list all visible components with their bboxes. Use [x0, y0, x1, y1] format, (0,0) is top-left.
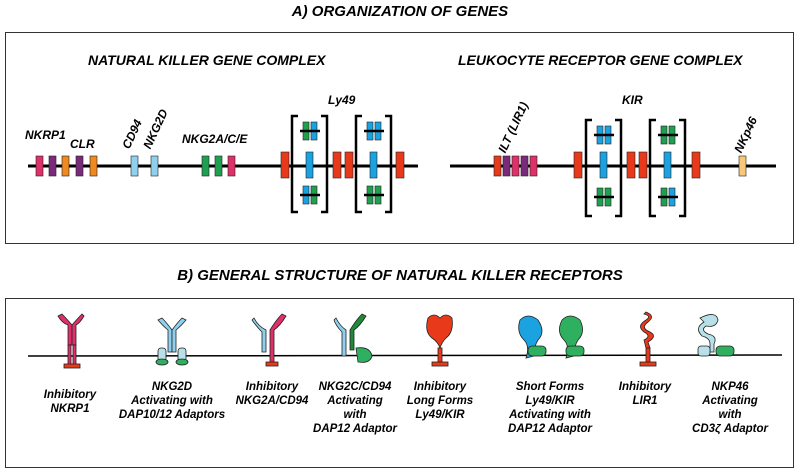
panel-b-title: B) GENERAL STRUCTURE OF NATURAL KILLER R… [177, 267, 623, 284]
receptor-nkg2c-cd94 [333, 313, 373, 363]
receptor-nkp46 [697, 314, 735, 357]
panel-a-title: A) ORGANIZATION OF GENES [291, 3, 509, 20]
ly49-haplotype-bracket-2 [354, 114, 393, 214]
ly49-framework-genes [280, 151, 405, 179]
receptor-nkg2a-cd94 [251, 313, 287, 367]
nkrp1-clr-gene-cluster [35, 155, 98, 177]
nkp46-gene [738, 155, 747, 177]
receptor-lir1 [639, 311, 657, 367]
caption-inhibitory-nkg2a-cd94: Inhibitory NKG2A/CD94 [235, 381, 309, 407]
caption-inhibitory-lir1: Inhibitory LIR1 [618, 381, 672, 407]
caption-nkg2d: NKG2D Activating with DAP10/12 Adaptors [118, 381, 226, 421]
caption-nkg2c-cd94: NKG2C/CD94 Activating with DAP12 Adaptor [313, 381, 397, 435]
kir-framework-genes [573, 151, 701, 179]
gene-label-clr: CLR [70, 137, 95, 151]
caption-inhibitory-nkrp1: Inhibitory NKRP1 [43, 389, 97, 415]
panel-b-box [5, 298, 794, 468]
gene-label-kir: KIR [622, 93, 643, 107]
cell-membrane-line [27, 354, 783, 357]
receptor-long-form-ly49-kir [426, 314, 453, 367]
receptor-short-form-ly49-kir [518, 315, 585, 359]
caption-short-forms: Short Forms Ly49/KIR Activating with DAP… [508, 381, 592, 435]
cd94-nkg2d-genes [130, 155, 159, 177]
nkg2ace-genes [201, 155, 236, 177]
gene-label-nkrp1: NKRP1 [25, 128, 66, 142]
kir-haplotype-bracket-2 [648, 118, 687, 218]
receptor-nkg2d [155, 317, 189, 366]
gene-label-nkg2ace: NKG2A/C/E [182, 132, 248, 146]
kir-haplotype-bracket-1 [584, 118, 623, 218]
nk-complex-title: NATURAL KILLER GENE COMPLEX [88, 52, 326, 68]
receptor-nkrp1 [57, 313, 85, 369]
gene-label-ly49: Ly49 [328, 93, 356, 107]
caption-inhibitory-long-forms: Inhibitory Long Forms Ly49/KIR [406, 381, 474, 421]
ilt-lir1-gene-cluster [493, 155, 538, 177]
caption-nkp46: NKP46 Activating with CD3ζ Adaptor [692, 381, 768, 435]
lrc-complex-title: LEUKOCYTE RECEPTOR GENE COMPLEX [458, 52, 743, 68]
ly49-haplotype-bracket-1 [290, 114, 329, 214]
